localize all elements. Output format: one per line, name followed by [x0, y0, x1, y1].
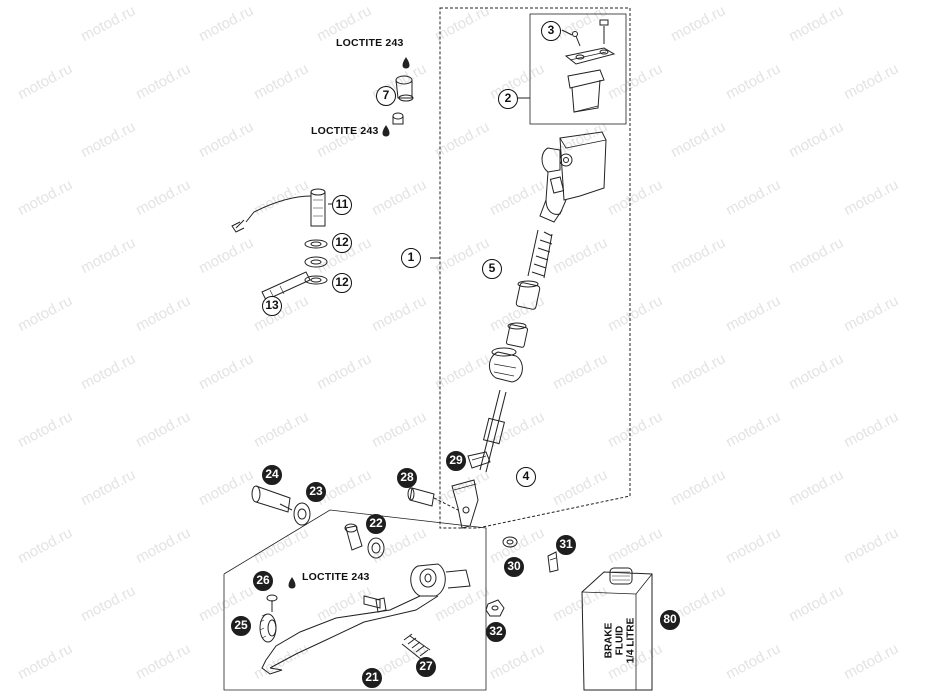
- reservoir-cap: [564, 47, 616, 65]
- assembly-frame-main: [439, 7, 631, 529]
- callout-26[interactable]: 26: [253, 571, 273, 591]
- callout-28[interactable]: 28: [397, 468, 417, 488]
- reservoir-diaphragm: [567, 69, 605, 113]
- clevis-pin: [407, 487, 459, 511]
- loctite-drops: [288, 57, 410, 589]
- master-cylinder-body: [539, 131, 607, 223]
- callout-11[interactable]: 11: [332, 195, 352, 215]
- banjo-bolt: [231, 188, 326, 233]
- bottle-label-line1: BRAKE: [603, 622, 615, 659]
- callout-4[interactable]: 4: [516, 467, 536, 487]
- callout-5[interactable]: 5: [482, 259, 502, 279]
- pedal-bushings: [344, 523, 385, 559]
- lock-nut: [467, 451, 491, 469]
- loctite-label-middle: LOCTITE 243: [311, 125, 379, 137]
- assembly-frame-reservoir: [529, 13, 627, 125]
- callout-3[interactable]: 3: [541, 21, 561, 41]
- return-spring: [527, 229, 553, 279]
- callout-30[interactable]: 30: [504, 557, 524, 577]
- callout-80[interactable]: 80: [660, 610, 680, 630]
- callout-23[interactable]: 23: [306, 482, 326, 502]
- pivot-bolt: [251, 485, 293, 513]
- pedal-stop-pin: [363, 595, 381, 609]
- callout-29[interactable]: 29: [446, 451, 466, 471]
- callout-24[interactable]: 24: [262, 465, 282, 485]
- pivot-washer: [293, 502, 311, 526]
- loctite-label-top: LOCTITE 243: [336, 37, 404, 49]
- callout-7[interactable]: 7: [376, 86, 396, 106]
- callout-13[interactable]: 13: [262, 296, 282, 316]
- callout-2[interactable]: 2: [498, 89, 518, 109]
- sealing-washers: [304, 239, 328, 285]
- bushing-7: [392, 75, 414, 125]
- brake-pedal: [261, 563, 471, 675]
- brake-fluid-bottle: [581, 567, 653, 691]
- clevis: [451, 479, 479, 529]
- pedal-return-spring: [401, 633, 431, 661]
- callout-1[interactable]: 1: [401, 248, 421, 268]
- nut-32: [485, 599, 505, 617]
- split-pin: [547, 551, 559, 573]
- reservoir-screws: [572, 19, 609, 47]
- assembly-frame-pedal: [223, 509, 487, 691]
- push-rod: [479, 389, 507, 473]
- loctite-label-pedal: LOCTITE 243: [302, 571, 370, 583]
- pedal-tip: [259, 613, 277, 643]
- callout-22[interactable]: 22: [366, 514, 386, 534]
- callout-31[interactable]: 31: [556, 535, 576, 555]
- washer-30: [502, 536, 518, 548]
- callout-25[interactable]: 25: [231, 616, 251, 636]
- bottle-label-line2: FLUID: [614, 625, 626, 656]
- callout-21[interactable]: 21: [362, 668, 382, 688]
- bottle-label: BRAKE FLUID 1/4 LITRE: [604, 605, 637, 677]
- callout-27[interactable]: 27: [416, 657, 436, 677]
- pedal-tip-screw: [266, 594, 278, 612]
- callout-12-upper[interactable]: 12: [332, 233, 352, 253]
- piston-assembly: [489, 280, 541, 383]
- callout-12-lower[interactable]: 12: [332, 273, 352, 293]
- bottle-label-line3: 1/4 LITRE: [625, 617, 637, 664]
- callout-32[interactable]: 32: [486, 622, 506, 642]
